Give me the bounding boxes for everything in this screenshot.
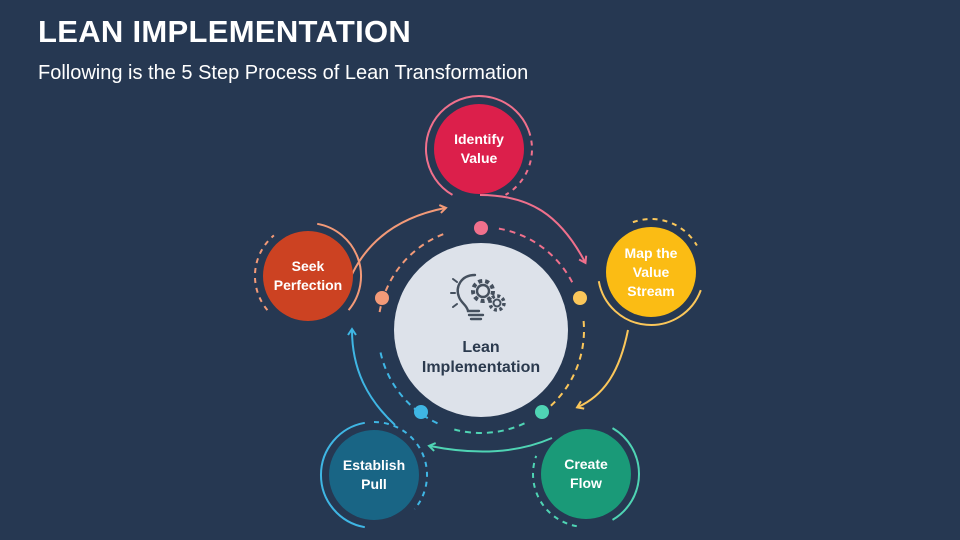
step-arc-solid (425, 95, 530, 196)
step-label-line1: Create (564, 456, 608, 472)
step-arc-dashed (253, 234, 275, 311)
inner-ring-segment (378, 347, 438, 425)
center-circle (394, 243, 568, 417)
arrow-create-to-pull (427, 437, 553, 453)
step-seek-perfection: Seek Perfection (263, 231, 353, 321)
ring-dot (573, 291, 587, 305)
step-identify-value: Identify Value (434, 104, 524, 194)
inner-ring-segment (454, 422, 525, 434)
center-label-line1: Lean (462, 339, 499, 356)
step-arc-solid (317, 222, 362, 311)
step-label-line1: Establish (343, 457, 405, 473)
ring-dot (474, 221, 488, 235)
center-label-line2: Implementation (422, 359, 540, 376)
arrow-map-to-create (575, 329, 629, 410)
inner-ring-segment (539, 320, 585, 416)
inner-ring-segment (498, 227, 576, 287)
step-label-line1: Map the (625, 245, 678, 261)
step-label-line1: Identify (454, 131, 504, 147)
lightbulb-gears-icon (450, 273, 506, 321)
step-establish-pull: Establish Pull (329, 430, 419, 520)
step-label-line2: Perfection (274, 277, 342, 293)
ring-dot (414, 405, 428, 419)
page-title: LEAN IMPLEMENTATION (38, 14, 412, 49)
arrow-identify-to-map (479, 194, 588, 265)
step-label-line2: Pull (361, 476, 387, 492)
page-subtitle: Following is the 5 Step Process of Lean … (38, 62, 529, 84)
step-label-line1: Seek (292, 258, 325, 274)
step-arc-solid (611, 427, 640, 521)
ring-dot (535, 405, 549, 419)
step-arc-dashed (373, 421, 429, 510)
ring-dots (375, 221, 587, 419)
arrow-pull-to-perfection (347, 327, 396, 426)
step-arc-solid (320, 421, 365, 529)
step-map-value-stream: Map the Value Stream (606, 227, 696, 317)
step-label-line3: Stream (627, 283, 674, 299)
step-arc-dashed (532, 455, 577, 528)
step-create-flow: Create Flow (541, 429, 631, 519)
step-label-line2: Value (461, 150, 498, 166)
step-label-line2: Flow (570, 475, 602, 491)
ring-dot (375, 291, 389, 305)
step-label-line2: Value (633, 264, 670, 280)
step-arc-solid (597, 281, 702, 326)
step-orbit-arcs (253, 95, 702, 529)
